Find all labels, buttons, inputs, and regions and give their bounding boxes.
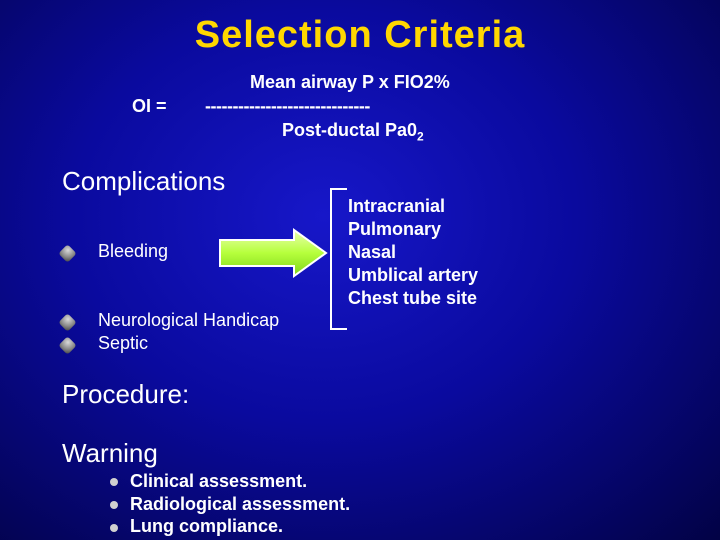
complication-bleeding: Bleeding — [98, 241, 169, 261]
complication-sites-list: Intracranial Pulmonary Nasal Umblical ar… — [348, 195, 478, 310]
formula-denominator: Post-ductal Pa02 — [282, 120, 424, 144]
complications-heading: Complications — [62, 166, 226, 196]
warning-item-clinical: Clinical assessment. — [130, 471, 308, 491]
bullet-dot-icon — [110, 501, 118, 509]
warning-item-radiological: Radiological assessment. — [130, 494, 351, 514]
formula-denominator-subscript: 2 — [417, 129, 424, 144]
formula-divider: ------------------------------ — [205, 96, 370, 116]
warning-item-lung: Lung compliance. — [130, 516, 284, 536]
complication-septic: Septic — [98, 333, 149, 353]
site-nasal: Nasal — [348, 242, 397, 262]
slide-title: Selection Criteria — [194, 14, 526, 56]
site-intracranial: Intracranial — [348, 196, 446, 216]
bullet-icon — [58, 244, 77, 263]
bullet-dot-icon — [110, 478, 118, 486]
bullet-icon — [58, 313, 77, 332]
right-arrow-icon — [219, 228, 328, 278]
site-umbilical-artery: Umblical artery — [348, 265, 479, 285]
formula-denominator-text: Post-ductal Pa0 — [282, 120, 418, 140]
bullet-icon — [58, 336, 77, 355]
site-chest-tube: Chest tube site — [348, 288, 478, 308]
complication-neurological: Neurological Handicap — [98, 310, 280, 330]
formula-lhs: OI = — [132, 96, 167, 116]
procedure-heading: Procedure: — [62, 379, 190, 409]
formula-numerator: Mean airway P x FIO2% — [250, 72, 450, 92]
warning-heading: Warning — [62, 438, 158, 468]
site-pulmonary: Pulmonary — [348, 219, 442, 239]
bullet-dot-icon — [110, 524, 118, 532]
sites-bracket — [330, 188, 347, 330]
